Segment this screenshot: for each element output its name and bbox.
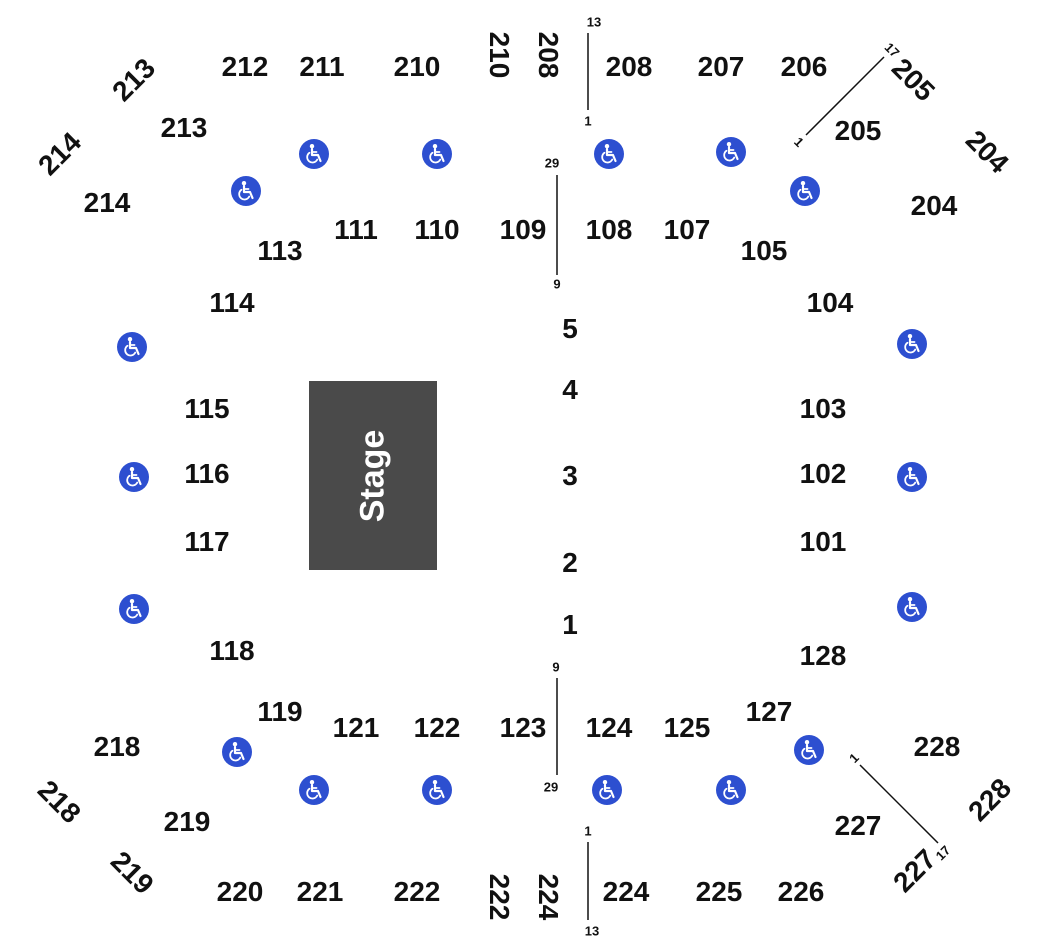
wheelchair-accessible-icon[interactable] [422,139,452,169]
section-224[interactable]: 224 [602,876,650,907]
section-225[interactable]: 225 [695,876,743,907]
wheelchair-accessible-icon[interactable] [897,329,927,359]
section-floor-2[interactable]: 2 [562,547,578,578]
row-label: 1 [584,113,592,129]
wheelchair-accessible-icon[interactable] [716,775,746,805]
wheelchair-accessible-icon[interactable] [790,176,820,206]
wheelchair-accessible-icon[interactable] [794,735,824,765]
section-105[interactable]: 105 [740,235,788,266]
section-210-edge[interactable]: 210 [484,31,515,79]
section-floor-5[interactable]: 5 [562,313,578,344]
row-label: 29 [544,155,560,171]
section-117[interactable]: 117 [184,526,230,557]
divider-line-se [859,764,939,844]
section-102[interactable]: 102 [799,458,847,489]
section-220[interactable]: 220 [216,876,264,907]
wheelchair-accessible-icon[interactable] [716,137,746,167]
section-108[interactable]: 108 [585,214,633,245]
wheelchair-accessible-icon[interactable] [231,176,261,206]
section-221[interactable]: 221 [296,876,344,907]
wheelchair-accessible-icon[interactable] [117,332,147,362]
section-208[interactable]: 208 [605,51,653,82]
section-206[interactable]: 206 [780,51,828,82]
section-114[interactable]: 114 [209,287,255,318]
section-213[interactable]: 213 [160,112,208,143]
section-222-edge[interactable]: 222 [484,873,515,921]
section-101[interactable]: 101 [799,526,847,557]
section-210[interactable]: 210 [393,51,441,82]
section-109[interactable]: 109 [499,214,547,245]
row-label: 1 [584,823,592,839]
section-224-edge[interactable]: 224 [533,873,564,921]
wheelchair-accessible-icon[interactable] [299,139,329,169]
section-118[interactable]: 118 [209,635,255,666]
stage[interactable]: Stage [309,381,437,570]
wheelchair-accessible-icon[interactable] [592,775,622,805]
wheelchair-accessible-icon[interactable] [299,775,329,805]
section-214[interactable]: 214 [83,187,131,218]
section-122[interactable]: 122 [413,712,461,743]
wheelchair-accessible-icon[interactable] [119,594,149,624]
section-115[interactable]: 115 [184,393,230,424]
section-116[interactable]: 116 [184,458,230,489]
row-label: 13 [584,923,600,939]
wheelchair-accessible-icon[interactable] [222,737,252,767]
section-127[interactable]: 127 [745,696,793,727]
section-110[interactable]: 110 [414,214,460,245]
section-119[interactable]: 119 [257,696,303,727]
row-label: 13 [586,14,602,30]
section-107[interactable]: 107 [663,214,711,245]
section-204[interactable]: 204 [910,190,958,221]
row-label: 29 [543,779,559,795]
section-125[interactable]: 125 [663,712,711,743]
section-104[interactable]: 104 [806,287,854,318]
section-207[interactable]: 207 [697,51,745,82]
section-212[interactable]: 212 [221,51,269,82]
wheelchair-accessible-icon[interactable] [422,775,452,805]
section-124[interactable]: 124 [585,712,633,743]
divider-line-ne [805,56,885,136]
row-label: 9 [553,276,561,292]
wheelchair-accessible-icon[interactable] [897,462,927,492]
section-floor-1[interactable]: 1 [562,609,578,640]
section-226[interactable]: 226 [777,876,825,907]
section-219[interactable]: 219 [163,806,211,837]
section-218[interactable]: 218 [93,731,141,762]
section-211[interactable]: 211 [299,51,345,82]
stage-label: Stage [353,429,392,522]
section-103[interactable]: 103 [799,393,847,424]
section-222[interactable]: 222 [393,876,441,907]
section-205[interactable]: 205 [834,115,882,146]
section-208-edge[interactable]: 208 [533,31,564,79]
section-111[interactable]: 111 [334,214,378,245]
section-123[interactable]: 123 [499,712,547,743]
wheelchair-accessible-icon[interactable] [594,139,624,169]
section-floor-3[interactable]: 3 [562,460,578,491]
section-128[interactable]: 128 [799,640,847,671]
section-113[interactable]: 113 [257,235,303,266]
wheelchair-accessible-icon[interactable] [119,462,149,492]
section-floor-4[interactable]: 4 [562,374,578,405]
row-label: 9 [552,659,560,675]
section-227[interactable]: 227 [834,810,882,841]
section-121[interactable]: 121 [332,712,380,743]
section-228[interactable]: 228 [913,731,961,762]
wheelchair-accessible-icon[interactable] [897,592,927,622]
